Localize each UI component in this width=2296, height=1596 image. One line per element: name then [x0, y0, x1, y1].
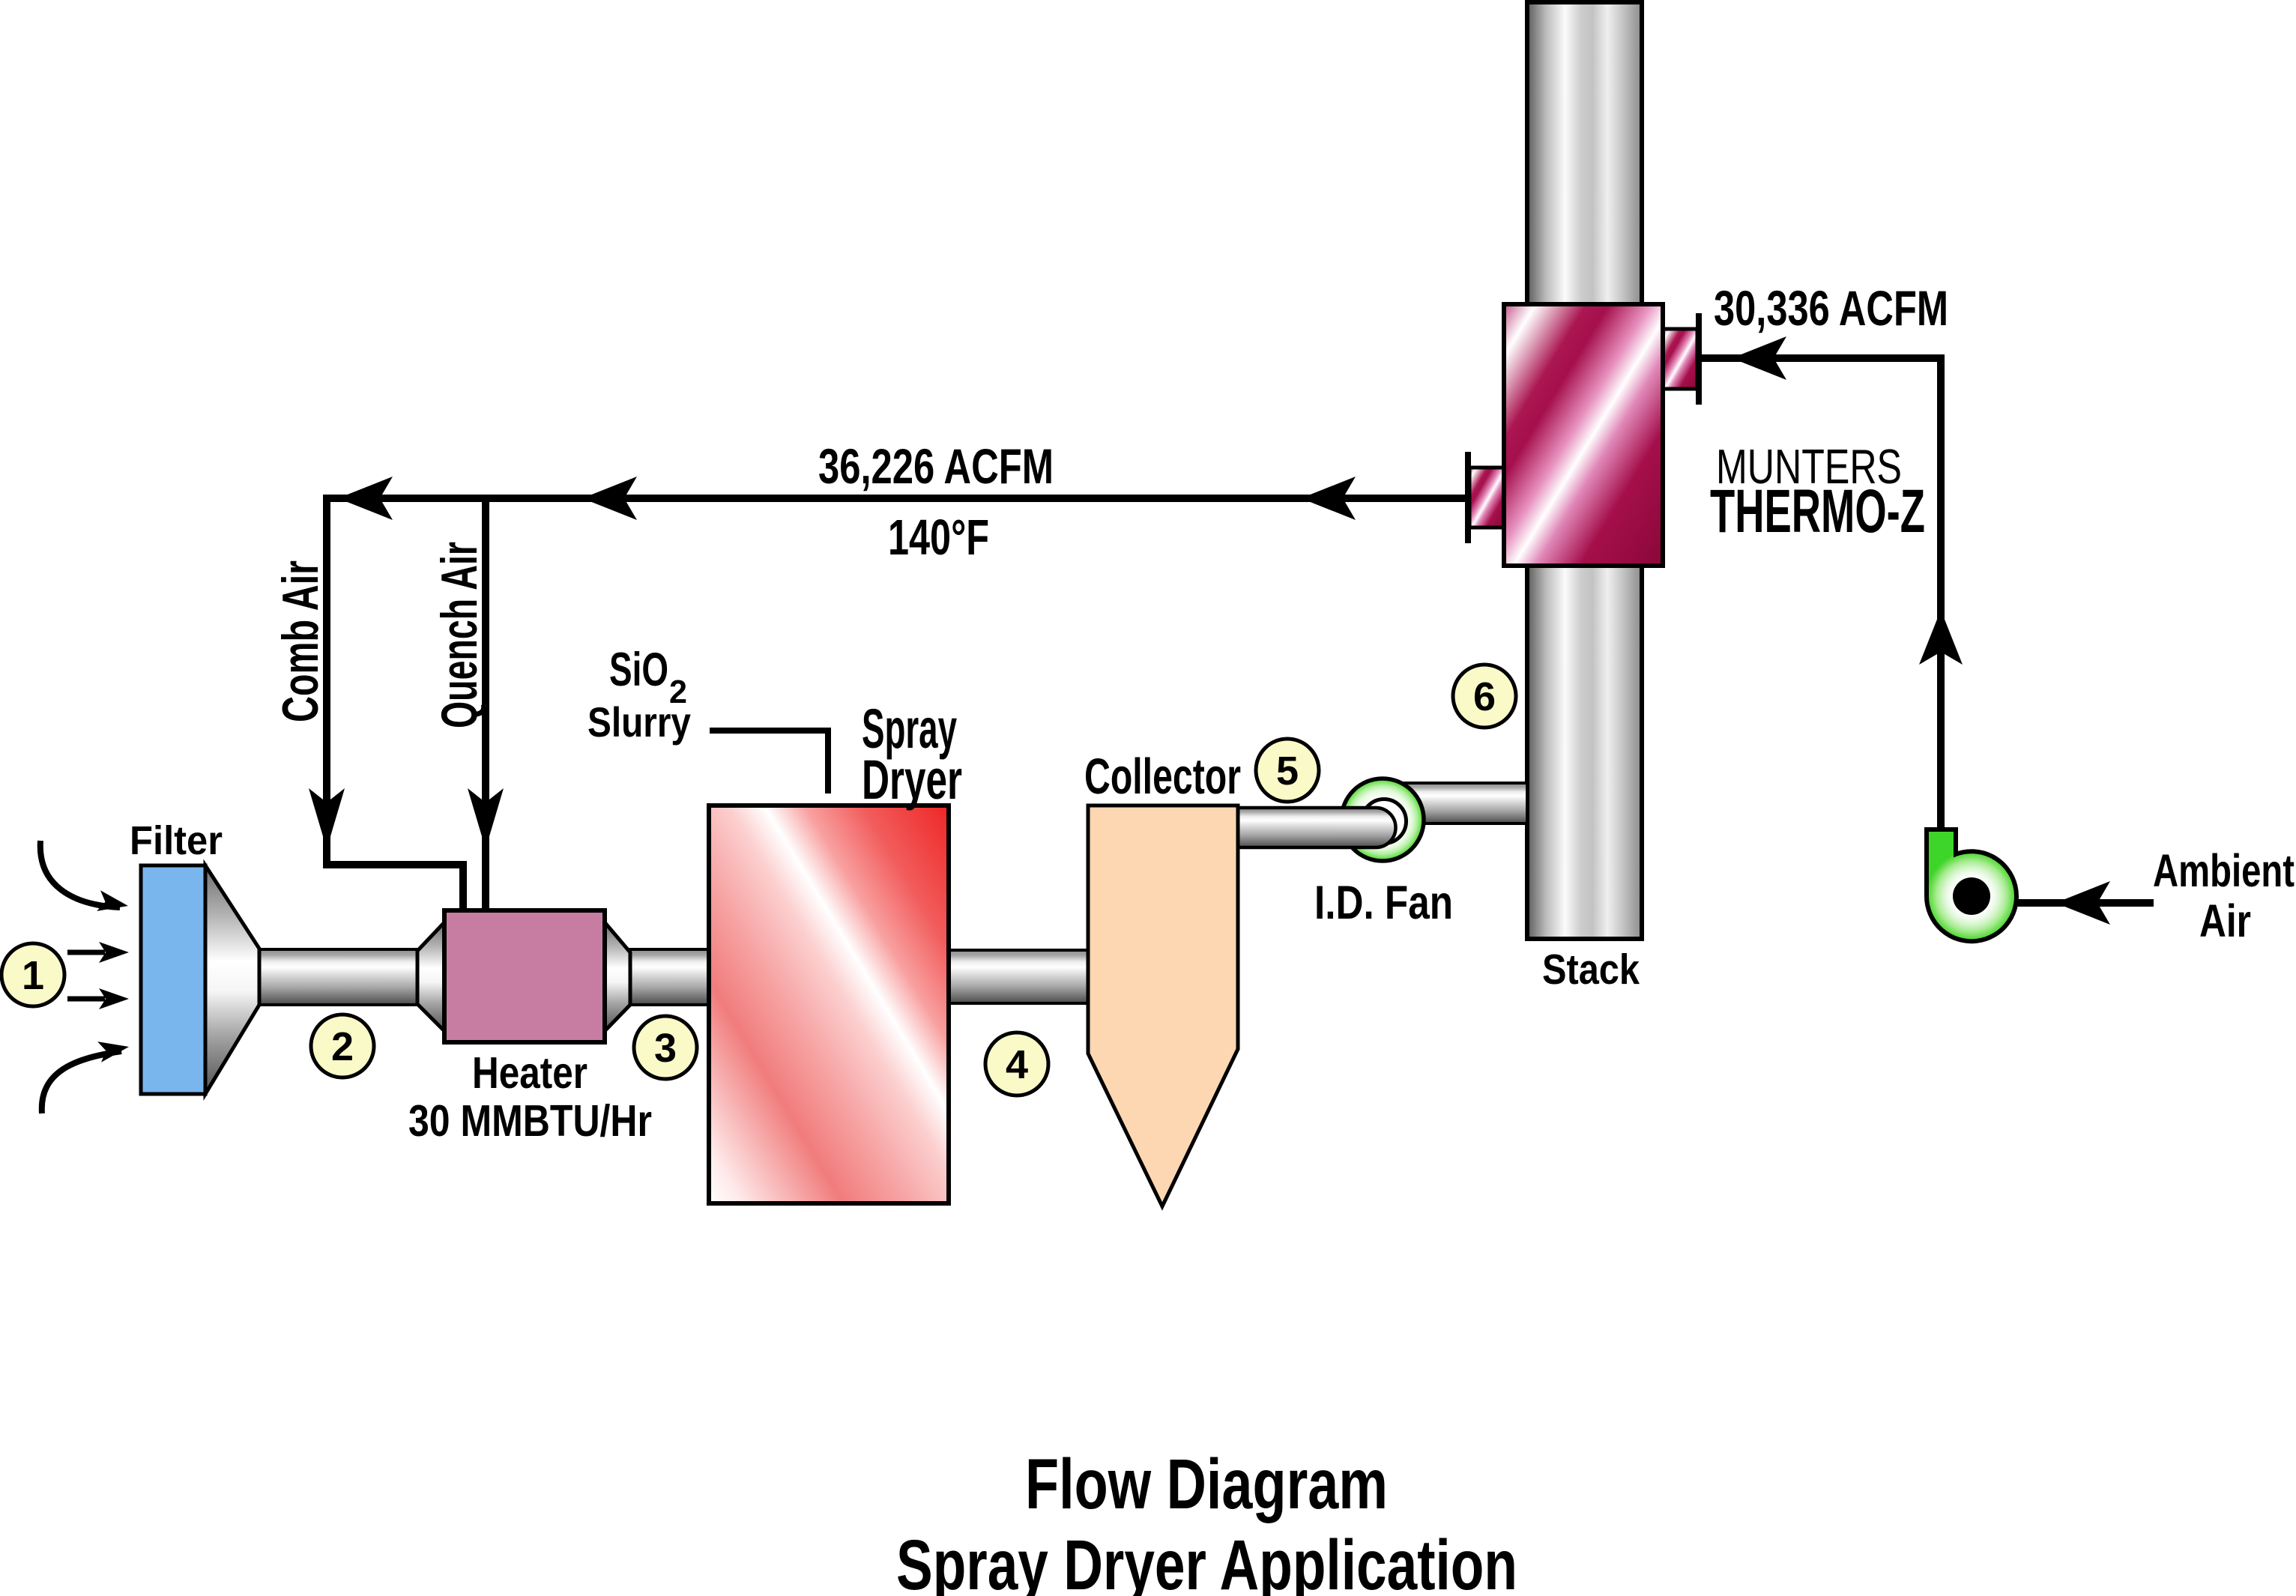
svg-text:5: 5 — [1276, 749, 1299, 794]
svg-text:30 MMBTU/Hr: 30 MMBTU/Hr — [408, 1096, 652, 1146]
svg-text:Slurry: Slurry — [587, 698, 691, 746]
svg-text:140°F: 140°F — [888, 510, 989, 566]
svg-text:1: 1 — [22, 953, 44, 998]
svg-text:MUNTERS: MUNTERS — [1716, 439, 1902, 494]
svg-text:Filter: Filter — [130, 818, 223, 863]
svg-text:3: 3 — [654, 1026, 677, 1071]
svg-text:2: 2 — [331, 1024, 354, 1069]
svg-text:Comb Air: Comb Air — [272, 560, 329, 722]
svg-text:Flow Diagram: Flow Diagram — [1025, 1445, 1388, 1524]
svg-text:2: 2 — [669, 674, 687, 710]
svg-text:Heater: Heater — [472, 1048, 587, 1098]
svg-text:Collector: Collector — [1084, 749, 1241, 805]
svg-text:36,226 ACFM: 36,226 ACFM — [818, 438, 1054, 494]
svg-text:Ambient: Ambient — [2153, 845, 2295, 896]
svg-text:4: 4 — [1006, 1042, 1028, 1087]
svg-text:SiO: SiO — [609, 644, 668, 696]
svg-text:Spray: Spray — [862, 698, 957, 760]
svg-text:I.D. Fan: I.D. Fan — [1314, 877, 1453, 929]
svg-text:Stack: Stack — [1542, 946, 1640, 994]
svg-text:Spray Dryer Application: Spray Dryer Application — [896, 1526, 1517, 1596]
svg-text:6: 6 — [1473, 674, 1496, 719]
svg-text:Dryer: Dryer — [862, 749, 962, 811]
svg-text:Air: Air — [2199, 895, 2251, 946]
svg-text:Quench Air: Quench Air — [431, 542, 488, 728]
svg-text:30,336 ACFM: 30,336 ACFM — [1714, 280, 1948, 336]
svg-text:THERMO-Z: THERMO-Z — [1710, 477, 1925, 545]
